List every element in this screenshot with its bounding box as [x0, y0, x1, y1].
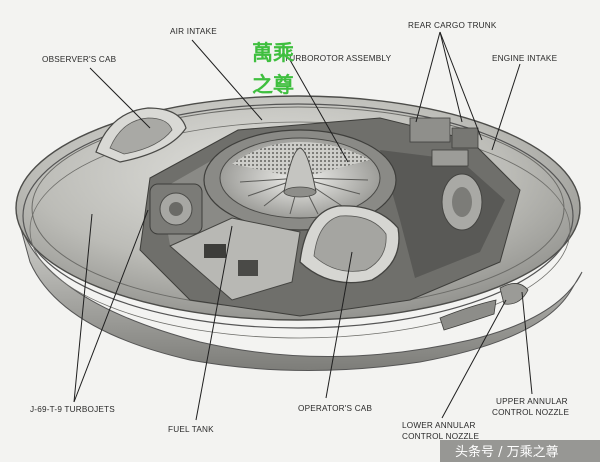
- rear-cargo-trunk: [409, 117, 479, 167]
- annular-nozzles: [439, 283, 529, 331]
- label-upper-nozzle-line2: CONTROL NOZZLE: [492, 408, 569, 417]
- lower-skirt: [17, 217, 583, 371]
- turbojet-engines: [149, 173, 483, 235]
- watermark-line1: 萬乘: [252, 41, 294, 65]
- footer-overlay: 头条号 / 万乘之尊: [440, 440, 600, 462]
- label-operators-cab: OPERATOR'S CAB: [298, 404, 372, 413]
- label-rear-cargo-trunk: REAR CARGO TRUNK: [408, 21, 497, 30]
- label-turborotor-assembly: TURBOROTOR ASSEMBLY: [284, 54, 392, 63]
- label-lower-nozzle-line2: CONTROL NOZZLE: [402, 432, 479, 441]
- label-fuel-tank: FUEL TANK: [168, 425, 214, 434]
- label-lower-nozzle-line1: LOWER ANNULAR: [402, 421, 476, 430]
- observers-cab-canopy: [95, 107, 187, 163]
- label-turbojets: J-69-T-9 TURBOJETS: [30, 405, 115, 414]
- footer-text: 头条号 / 万乘之尊: [455, 444, 559, 460]
- callout-labels: OBSERVER'S CAB AIR INTAKE TURBOROTOR ASS…: [30, 21, 569, 441]
- turborotor-fan: [203, 129, 397, 231]
- operators-cab-canopy: [299, 205, 400, 284]
- label-engine-intake: ENGINE INTAKE: [492, 54, 558, 63]
- watermark-line2: 之尊: [252, 73, 294, 97]
- label-upper-nozzle-line1: UPPER ANNULAR: [496, 397, 568, 406]
- label-observers-cab: OBSERVER'S CAB: [42, 55, 117, 64]
- label-air-intake: AIR INTAKE: [170, 27, 217, 36]
- leader-lines: [73, 31, 533, 421]
- fuel-tank: [169, 217, 301, 301]
- watermark: 萬乘 之尊: [252, 41, 294, 97]
